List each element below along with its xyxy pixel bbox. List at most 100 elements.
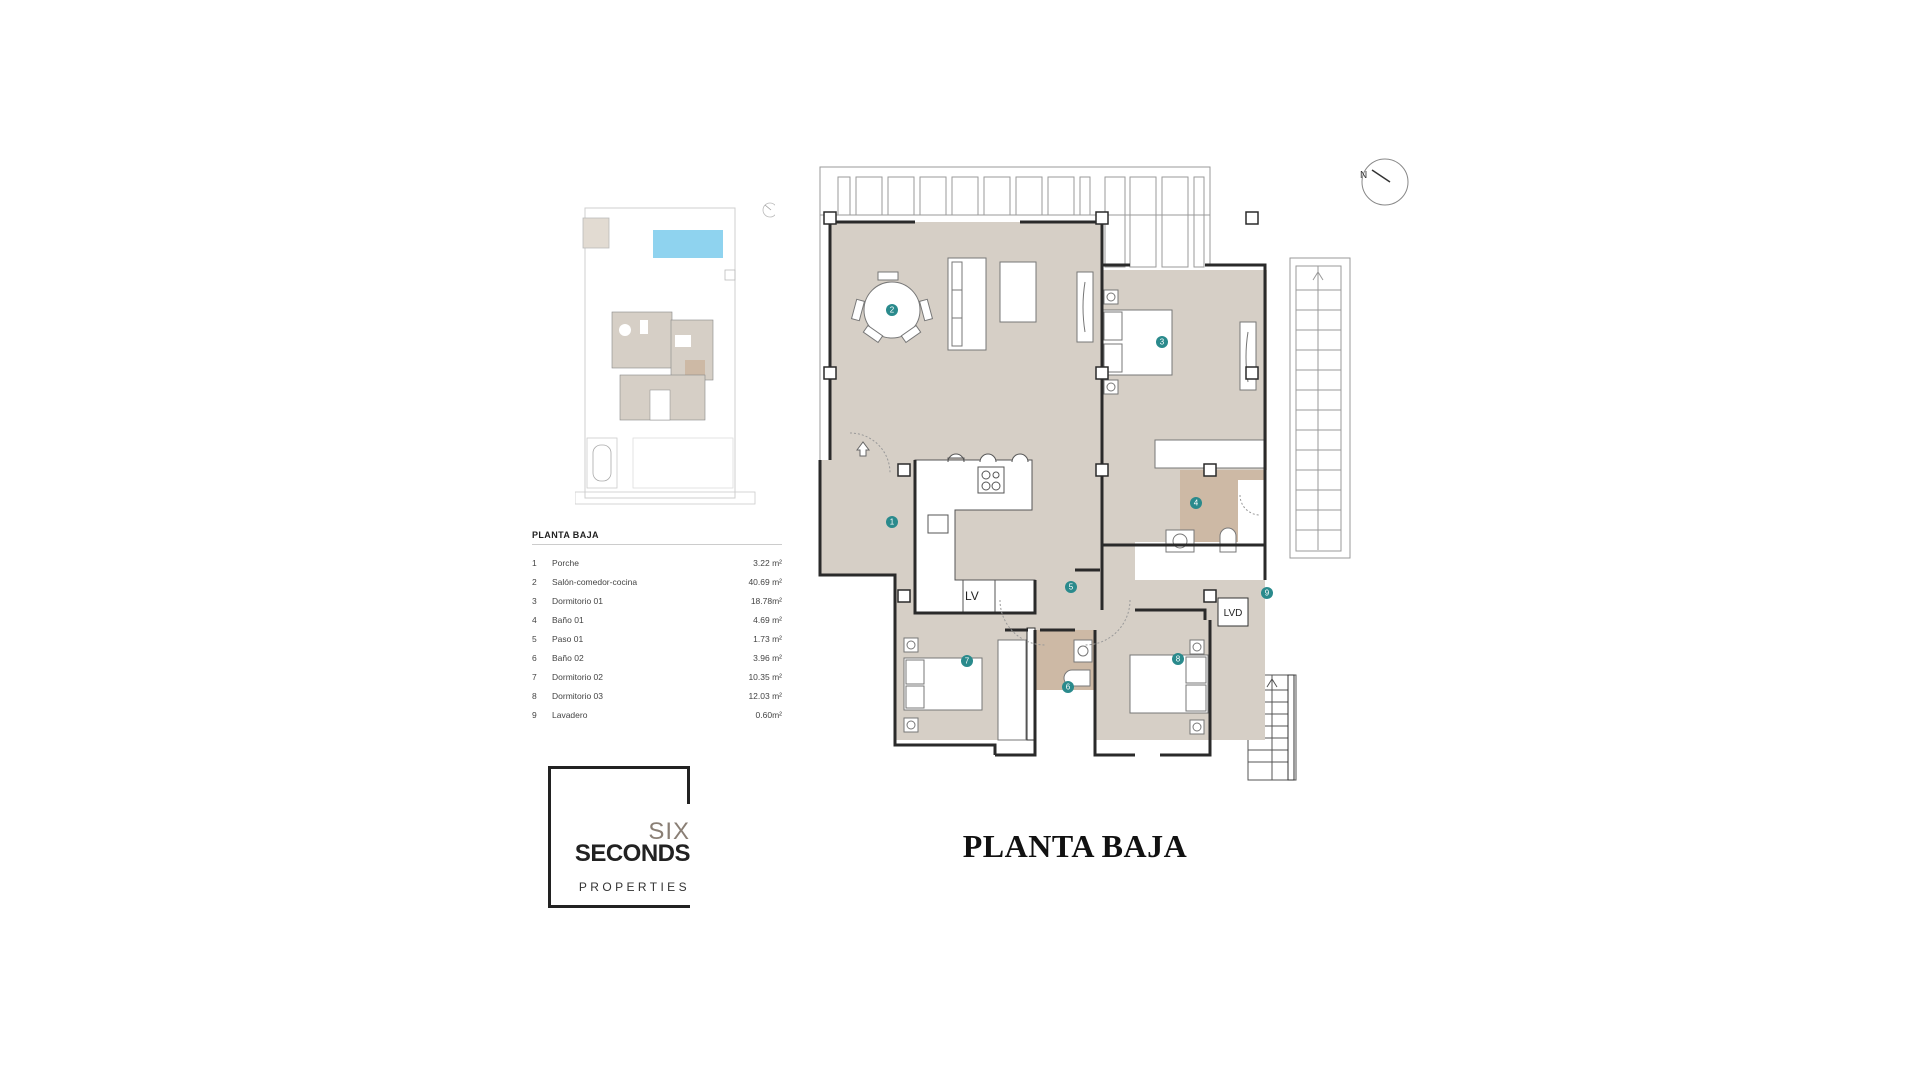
- room-name: Dormitorio 03: [552, 690, 604, 701]
- door-swing: [999, 599, 1046, 646]
- svg-text:3: 3: [1160, 338, 1165, 347]
- north-compass-icon: N: [1360, 158, 1409, 206]
- entrance-arrow-icon: [856, 441, 870, 457]
- logo-frame: [548, 905, 690, 908]
- room-number: 6: [532, 652, 537, 663]
- room-name: Paso 01: [552, 633, 584, 644]
- pergola-icon: [582, 217, 610, 249]
- svg-text:6: 6: [1066, 683, 1071, 692]
- washbasin-icon: [1165, 529, 1195, 553]
- mini-compass-icon: [762, 202, 775, 218]
- bedroom-02-furniture: [903, 637, 1027, 741]
- bedroom-03-furniture: [1129, 639, 1209, 735]
- logo-seconds: SECONDS: [574, 840, 691, 867]
- room-row: 4 Baño 01 4.69 m²: [532, 610, 782, 629]
- room-badge-2: 2: [886, 304, 898, 316]
- room-area: 4.69 m²: [753, 614, 782, 625]
- room-badge-9: 9: [1261, 587, 1273, 599]
- room-number: 4: [532, 614, 537, 625]
- room-row: 5 Paso 01 1.73 m²: [532, 629, 782, 648]
- room-area: 12.03 m²: [748, 690, 782, 701]
- svg-text:4: 4: [1194, 499, 1199, 508]
- room-row: 2 Salón-comedor-cocina 40.69 m²: [532, 572, 782, 591]
- svg-text:7: 7: [965, 657, 970, 666]
- compass-north-label: N: [1360, 170, 1367, 181]
- room-number: 9: [532, 709, 537, 720]
- room-name: Lavadero: [552, 709, 588, 720]
- six-seconds-logo: SIX SECONDS PROPERTIES: [548, 766, 691, 908]
- room-row: 3 Dormitorio 01 18.78m²: [532, 591, 782, 610]
- washbasin-icon: [1073, 639, 1093, 663]
- logo-properties: PROPERTIES: [578, 880, 690, 894]
- nightstand-icon: [1103, 379, 1119, 395]
- laundry: LVD: [1217, 597, 1249, 627]
- bar-stool-icon: [1011, 453, 1029, 463]
- bar-stool-icon: [947, 453, 965, 463]
- svg-text:9: 9: [1265, 589, 1270, 598]
- room-name: Salón-comedor-cocina: [552, 576, 638, 587]
- room-row: 9 Lavadero 0.60m²: [532, 705, 782, 724]
- room-area: 0.60m²: [755, 709, 782, 720]
- room-area: 40.69 m²: [748, 576, 782, 587]
- pool: [653, 230, 723, 258]
- room-badge-4: 4: [1190, 497, 1202, 509]
- room-row: 8 Dormitorio 03 12.03 m²: [532, 686, 782, 705]
- room-badge-6: 6: [1062, 681, 1074, 693]
- cooktop-icon: [977, 466, 1005, 494]
- room-row: 1 Porche 3.22 m²: [532, 553, 782, 572]
- room-area: 18.78m²: [750, 595, 782, 606]
- site-plan-thumbnail: [575, 202, 775, 505]
- kitchen-sink-icon: [927, 514, 949, 534]
- room-name: Baño 02: [552, 652, 584, 663]
- room-badge-7: 7: [961, 655, 973, 667]
- logo-six: SIX: [648, 818, 690, 845]
- svg-text:8: 8: [1176, 655, 1181, 664]
- room-badge-1: 1: [886, 516, 898, 528]
- walls: [818, 220, 1267, 757]
- toilet-icon: [1219, 527, 1237, 553]
- room-badge-5: 5: [1065, 581, 1077, 593]
- door-swing: [1084, 599, 1131, 646]
- tv-unit-icon: [1076, 271, 1094, 343]
- car-icon: [592, 444, 612, 482]
- room-number: 8: [532, 690, 537, 701]
- floor-plan: LV LVD: [818, 158, 1409, 781]
- columns: [823, 211, 1259, 603]
- washer-label: LVD: [1224, 608, 1243, 619]
- room-badges: 1 2 3 4 5 6 7 8 9: [886, 304, 1273, 693]
- room-number: 2: [532, 576, 537, 587]
- nightstand-icon: [1103, 289, 1119, 305]
- room-schedule: PLANTA BAJA 1 Porche 3.22 m² 2 Salón-comedo…: [532, 530, 782, 724]
- dining-chair-icon: [877, 271, 899, 281]
- room-name: Dormitorio 01: [552, 595, 604, 606]
- logo-frame: [548, 766, 551, 908]
- sink-label: LV: [965, 589, 979, 603]
- house-footprint: [611, 311, 714, 421]
- terrace-pergola: [819, 166, 1211, 530]
- logo-frame: [687, 766, 690, 804]
- room-number: 7: [532, 671, 537, 682]
- room-area: 3.22 m²: [753, 557, 782, 568]
- porch-floor: [820, 460, 895, 575]
- kitchen: LV: [914, 453, 1036, 614]
- bathroom-01-fixtures: [1165, 480, 1265, 553]
- svg-text:2: 2: [890, 306, 895, 315]
- room-number: 5: [532, 633, 537, 644]
- room-area: 1.73 m²: [753, 633, 782, 644]
- bar-stool-icon: [979, 453, 997, 463]
- washer-icon: [1217, 597, 1249, 627]
- room-number: 3: [532, 595, 537, 606]
- room-name: Baño 01: [552, 614, 584, 625]
- svg-text:1: 1: [890, 518, 895, 527]
- room-badge-3: 3: [1156, 336, 1168, 348]
- exterior-stairs-east: [1289, 257, 1351, 559]
- room-schedule-title: PLANTA BAJA: [532, 530, 782, 545]
- plan-title: PLANTA BAJA: [962, 828, 1188, 864]
- logo-frame: [548, 766, 690, 769]
- room-name: Porche: [552, 557, 579, 568]
- svg-text:5: 5: [1069, 583, 1074, 592]
- room-name: Dormitorio 02: [552, 671, 604, 682]
- room-number: 1: [532, 557, 537, 568]
